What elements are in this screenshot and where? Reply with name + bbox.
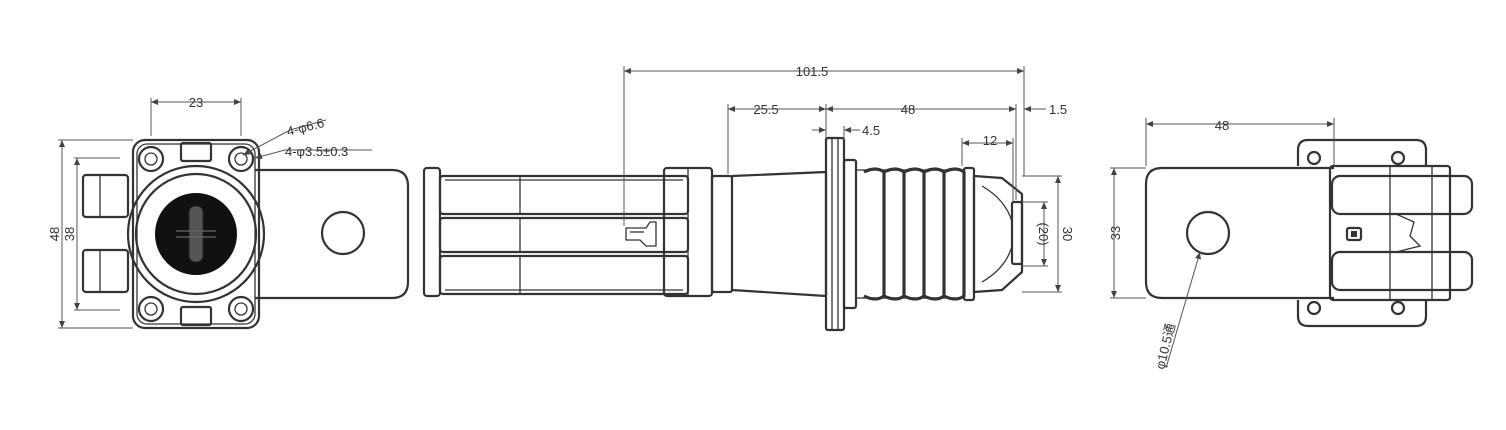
end-slot bbox=[1345, 226, 1363, 242]
side-dim-diameter-large: 30 bbox=[1060, 227, 1075, 241]
end-lug-tab bbox=[1144, 166, 1334, 300]
front-socket-outer bbox=[126, 164, 266, 304]
side-dimensions: 101.5 25.5 48 1.5 4.5 12 (20) 30 bbox=[623, 64, 1075, 293]
side-dim-length-b: 48 bbox=[901, 102, 915, 117]
front-bottom-tab bbox=[179, 305, 213, 327]
side-spring-housing bbox=[855, 169, 965, 299]
side-view: 101.5 25.5 48 1.5 4.5 12 (20) 30 bbox=[422, 64, 1075, 332]
front-left-boss-top bbox=[81, 173, 130, 219]
end-dimensions: 48 33 φ10.5通 bbox=[1108, 118, 1335, 371]
end-flange-top bbox=[1296, 138, 1428, 166]
side-dim-thickness-a: 4.5 bbox=[862, 123, 880, 138]
side-latch bbox=[625, 221, 657, 247]
front-lug-tab bbox=[255, 168, 410, 300]
end-view: 48 33 φ10.5通 bbox=[1108, 118, 1474, 371]
side-body-ribs bbox=[438, 174, 690, 296]
front-flange-plate bbox=[131, 138, 261, 330]
side-flange bbox=[824, 136, 846, 332]
side-dim-length-a: 25.5 bbox=[753, 102, 778, 117]
front-top-tab bbox=[179, 141, 213, 163]
side-nose-cone bbox=[972, 174, 1024, 294]
side-spring-coils bbox=[863, 167, 966, 301]
end-hole-note: φ10.5通 bbox=[1152, 322, 1178, 371]
front-view: 23 48 38 4-φ6.6 4-φ3.5±0.3 bbox=[47, 95, 410, 330]
front-pin bbox=[188, 205, 204, 263]
front-dim-width: 23 bbox=[189, 95, 203, 110]
front-dimensions: 23 48 38 4-φ6.6 4-φ3.5±0.3 bbox=[47, 95, 372, 329]
side-contact-tip bbox=[1010, 200, 1024, 266]
side-shaft bbox=[731, 170, 828, 298]
end-dim-height: 33 bbox=[1108, 226, 1123, 240]
end-dim-length: 48 bbox=[1215, 118, 1229, 133]
front-left-boss-bottom bbox=[81, 248, 130, 294]
front-dim-height-outer: 48 bbox=[47, 227, 62, 241]
side-dim-diameter-small: (20) bbox=[1036, 222, 1051, 245]
end-flange-bottom bbox=[1296, 300, 1428, 328]
front-dim-height-inner: 38 bbox=[62, 227, 77, 241]
front-corner-holes bbox=[137, 145, 255, 323]
front-hole-note-1: 4-φ6.6 bbox=[285, 115, 326, 139]
front-lug-hole bbox=[320, 210, 366, 256]
side-left-cap bbox=[422, 166, 442, 298]
end-lug-hole bbox=[1185, 210, 1231, 256]
side-dim-overall-length: 101.5 bbox=[796, 64, 829, 79]
side-dim-thickness-b: 1.5 bbox=[1049, 102, 1067, 117]
front-hole-note-2: 4-φ3.5±0.3 bbox=[285, 144, 348, 159]
side-dim-offset: 12 bbox=[983, 133, 997, 148]
